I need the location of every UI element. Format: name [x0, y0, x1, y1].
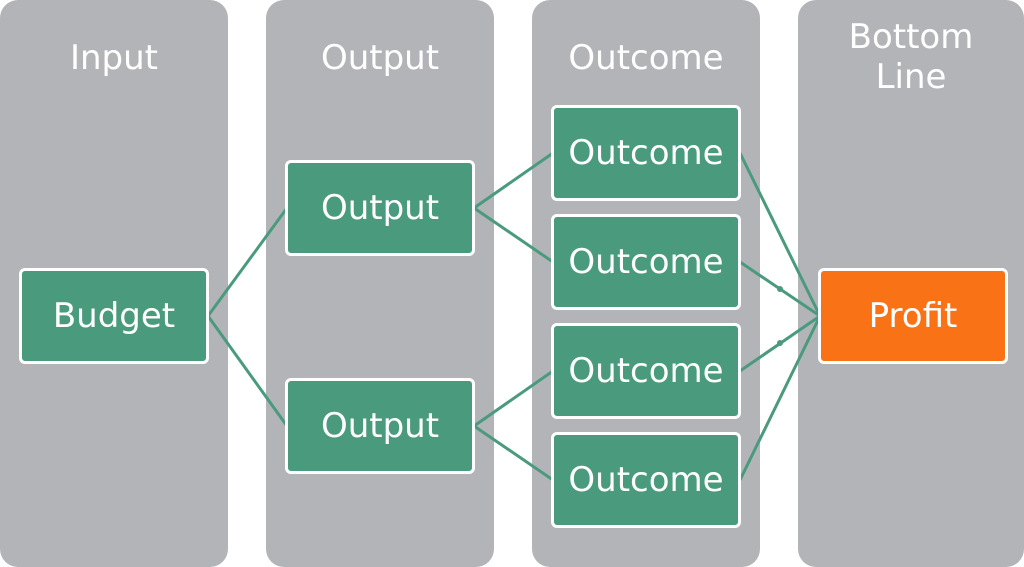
node-outcome-4: Outcome	[551, 432, 741, 528]
connector-joint-upper	[777, 286, 783, 292]
node-outcome-3: Outcome	[551, 323, 741, 419]
column-title-outcome: Outcome	[568, 38, 724, 78]
node-outcome-2: Outcome	[551, 214, 741, 310]
node-profit: Profit	[818, 268, 1008, 364]
connector-joint-lower	[777, 340, 783, 346]
column-title-bottom-line: Bottom Line	[848, 17, 974, 97]
column-title-input: Input	[69, 38, 159, 78]
node-output-1: Output	[285, 160, 475, 256]
column-title-output: Output	[320, 38, 440, 78]
column-output: Output	[266, 0, 494, 567]
node-output-2: Output	[285, 378, 475, 474]
node-outcome-1: Outcome	[551, 105, 741, 201]
node-budget: Budget	[19, 268, 209, 364]
